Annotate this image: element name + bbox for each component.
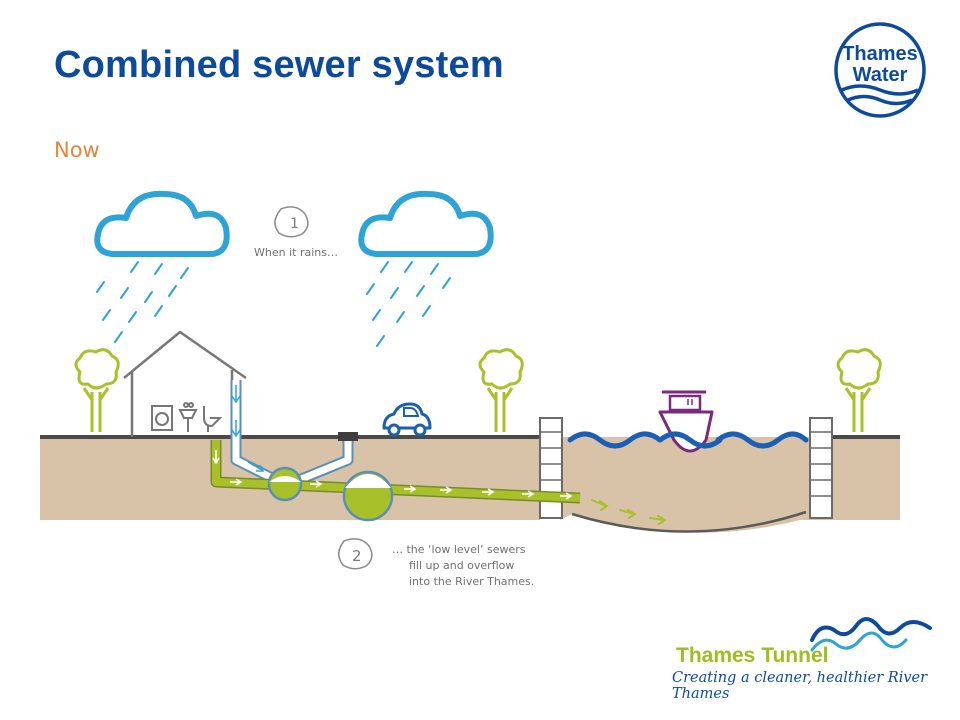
river-thames-waves xyxy=(567,431,809,449)
downpipe-icon xyxy=(230,380,283,487)
step2-number: 2 xyxy=(352,547,362,565)
step1-number-badge: 1 xyxy=(274,206,309,238)
thames-water-logo: Thames Water xyxy=(832,20,928,120)
rain-left-icon xyxy=(96,261,189,343)
thames-water-line2: Water xyxy=(852,64,908,86)
thames-tunnel-logo-name: Thames Tunnel xyxy=(676,644,829,667)
ground xyxy=(40,435,900,533)
river-wall-left xyxy=(539,417,563,519)
thames-water-logo-icon xyxy=(834,22,926,118)
thames-tunnel-tagline: Creating a cleaner, healthier River Tham… xyxy=(672,670,928,702)
house-icon xyxy=(123,330,247,437)
step2-number-badge: 2 xyxy=(338,538,373,570)
diagram-subtitle: Now xyxy=(54,138,100,162)
riverbed xyxy=(571,510,807,533)
sewer-junction-large xyxy=(342,470,394,522)
step2-label-line2: fill up and overflow xyxy=(409,559,515,572)
slide-title: Combined sewer system xyxy=(54,44,504,86)
step1-number: 1 xyxy=(290,216,299,232)
step2-label: … the ‘low level’ sewers fill up and ove… xyxy=(392,542,582,590)
washing-machine-icon xyxy=(151,405,173,431)
step2-label-line3: into the River Thames. xyxy=(409,575,535,588)
thames-water-line1: Thames xyxy=(842,43,918,65)
toilet-icon xyxy=(203,406,223,432)
road-drain-pipe-icon xyxy=(291,432,358,488)
tree-right-icon xyxy=(836,348,882,432)
cloud-right-icon xyxy=(358,190,494,257)
cloud-left-icon xyxy=(94,190,230,257)
tree-left-icon xyxy=(74,348,120,432)
step1-label: When it rains… xyxy=(254,246,338,259)
step2-label-line1: … the ‘low level’ sewers xyxy=(392,543,526,556)
tree-middle-icon xyxy=(478,348,524,432)
sink-icon xyxy=(178,402,198,432)
rain-right-icon xyxy=(366,261,451,347)
car-icon xyxy=(382,402,432,437)
boat-icon xyxy=(657,390,723,453)
sewer-flow-arrows xyxy=(212,450,573,500)
river-wall-right xyxy=(809,417,833,519)
thames-tunnel-wave-icon xyxy=(810,617,932,652)
overflow-arrows xyxy=(591,499,667,525)
sewer-junction-small xyxy=(267,466,303,502)
